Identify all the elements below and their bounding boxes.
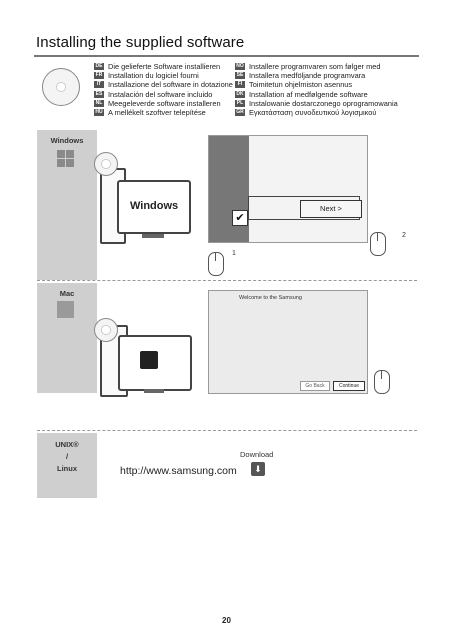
next-button[interactable]: Next > (300, 200, 362, 218)
language-code: ES (94, 90, 104, 98)
language-row: NL Meegeleverde software installeren (94, 99, 233, 108)
section-divider (37, 280, 417, 281)
section-divider (37, 430, 417, 431)
language-text: Installation af medfølgende software (249, 89, 368, 99)
linux-label: Linux (57, 464, 77, 473)
language-row: DK Installation af medfølgende software (235, 90, 398, 99)
language-code: DK (235, 90, 245, 98)
language-row: ES Instalación del software incluido (94, 90, 233, 99)
language-code: NO (235, 63, 245, 71)
mac-disc-icon (140, 351, 158, 369)
mouse-icon (370, 232, 386, 256)
language-row: DE Die gelieferte Software installieren (94, 62, 233, 71)
agree-checkbox[interactable]: ✔ (232, 210, 248, 226)
language-text: Εγκατάσταση συνοδευτικού λογισμικού (249, 107, 377, 117)
mac-label: Mac (59, 289, 75, 298)
page-number: 20 (222, 616, 231, 625)
unix-sidebar (37, 433, 97, 498)
windows-screen-text: Windows (130, 200, 179, 212)
pc-monitor: Windows (117, 180, 191, 234)
download-label: Download (240, 450, 274, 459)
language-code: DE (94, 63, 104, 71)
samsung-url[interactable]: http://www.samsung.com (120, 465, 237, 477)
language-row: PL Instalowanie dostarczonego oprogramowa… (235, 99, 398, 108)
cd-disc-icon (94, 152, 118, 176)
monitor-stand (144, 389, 164, 393)
download-icon: ⬇ (251, 462, 265, 476)
windows-label: Windows (50, 136, 84, 145)
continue-button[interactable]: Continue (333, 381, 365, 391)
cd-disc-icon (94, 318, 118, 342)
language-text: Die gelieferte Software installieren (108, 62, 221, 71)
language-code: IT (94, 81, 104, 89)
page-title: Installing the supplied software (36, 34, 245, 51)
language-row: SE Installera medföljande programvara (235, 71, 398, 80)
windows-installer-dialog (208, 135, 368, 243)
windows-logo-icon (57, 150, 75, 168)
mouse-icon (374, 370, 390, 394)
language-code: PL (235, 99, 245, 107)
mac-dialog-title: Welcome to the Samsung (239, 295, 302, 301)
language-text: Installera medföljande programvara (249, 71, 366, 81)
language-text: Meegeleverde software installeren (108, 98, 221, 108)
language-text: Instalowanie dostarczonego oprogramowani… (249, 98, 398, 108)
step-2-number: 2 (402, 232, 406, 239)
monitor-stand (142, 234, 164, 238)
mac-sidebar: Mac (37, 283, 97, 393)
language-row: GR Εγκατάσταση συνοδευτικού λογισμικού (235, 108, 398, 117)
language-code: SE (235, 72, 245, 80)
windows-sidebar: Windows (37, 130, 97, 280)
language-text: Toimitetun ohjelmiston asennus (249, 80, 353, 90)
unix-label: UNIX® (55, 440, 79, 449)
title-divider (34, 55, 419, 57)
language-code: FR (94, 72, 104, 80)
step-1-number: 1 (232, 250, 236, 257)
language-code: HU (94, 109, 104, 117)
language-code: FI (235, 81, 245, 89)
go-back-button[interactable]: Go Back (300, 381, 330, 391)
mac-installer-dialog: Welcome to the Samsung (208, 290, 368, 394)
language-row: FI Toimitetun ohjelmiston asennus (235, 80, 398, 89)
slash-label: / (65, 452, 69, 461)
language-text: Installation du logiciel fourni (108, 71, 199, 81)
mac-finder-icon (57, 301, 75, 319)
language-code: GR (235, 109, 245, 117)
language-row: IT Installazione del software in dotazion… (94, 80, 233, 89)
language-text: Installere programvaren som følger med (249, 62, 381, 71)
language-code: NL (94, 99, 104, 107)
language-text: Instalación del software incluido (108, 89, 213, 99)
language-list-left: DE Die gelieferte Software installieren F… (94, 62, 233, 117)
mac-monitor (118, 335, 192, 391)
mouse-icon (208, 252, 224, 276)
language-row: NO Installere programvaren som følger med (235, 62, 398, 71)
cd-icon (42, 68, 80, 106)
language-list-right: NO Installere programvaren som følger med… (235, 62, 398, 117)
language-text: A mellékelt szoftver telepítése (108, 107, 206, 117)
installer-sidebar (209, 136, 249, 242)
language-row: HU A mellékelt szoftver telepítése (94, 108, 233, 117)
language-row: FR Installation du logiciel fourni (94, 71, 233, 80)
language-text: Installazione del software in dotazione (108, 80, 233, 90)
